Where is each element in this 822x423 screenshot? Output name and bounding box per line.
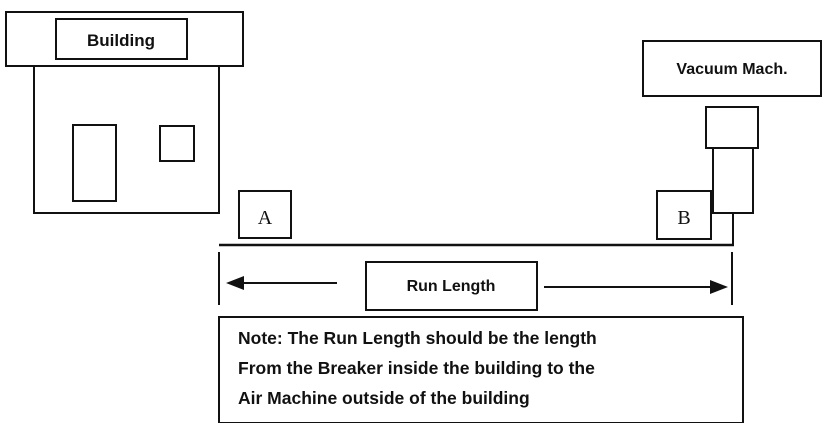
- building-label-box: [55, 18, 188, 60]
- vacuum-machine-label-box: [642, 40, 822, 97]
- note-line-3: Air Machine outside of the building: [238, 388, 530, 408]
- arrow-right-head: [710, 280, 728, 294]
- arrow-left-head: [226, 276, 244, 290]
- note-line-1: Note: The Run Length should be the lengt…: [238, 328, 597, 348]
- run-length-dimension: Run Length: [218, 252, 733, 311]
- point-a-label: A: [258, 207, 273, 229]
- vacuum-machine-label: Vacuum Mach.: [676, 61, 787, 78]
- point-b: B: [656, 190, 712, 240]
- note-line-2: From the Breaker inside the building to …: [238, 358, 595, 378]
- vacuum-machine-top: [705, 106, 759, 149]
- note: Note: The Run Length should be the lengt…: [218, 316, 744, 423]
- note-box: [218, 316, 744, 423]
- vacuum-machine-body: [712, 147, 754, 214]
- vacuum-machine: Vacuum Mach.: [642, 40, 822, 246]
- building-door: [72, 124, 117, 202]
- building-window: [159, 125, 195, 162]
- run-length-label-box: [365, 261, 538, 311]
- point-a: A: [238, 190, 292, 239]
- building: Building: [5, 11, 244, 214]
- point-b-label: B: [677, 207, 690, 229]
- point-a-box: [238, 190, 292, 239]
- building-label: Building: [87, 31, 155, 50]
- run-length-label: Run Length: [407, 278, 496, 295]
- building-wall: [33, 66, 220, 214]
- point-b-box: [656, 190, 712, 240]
